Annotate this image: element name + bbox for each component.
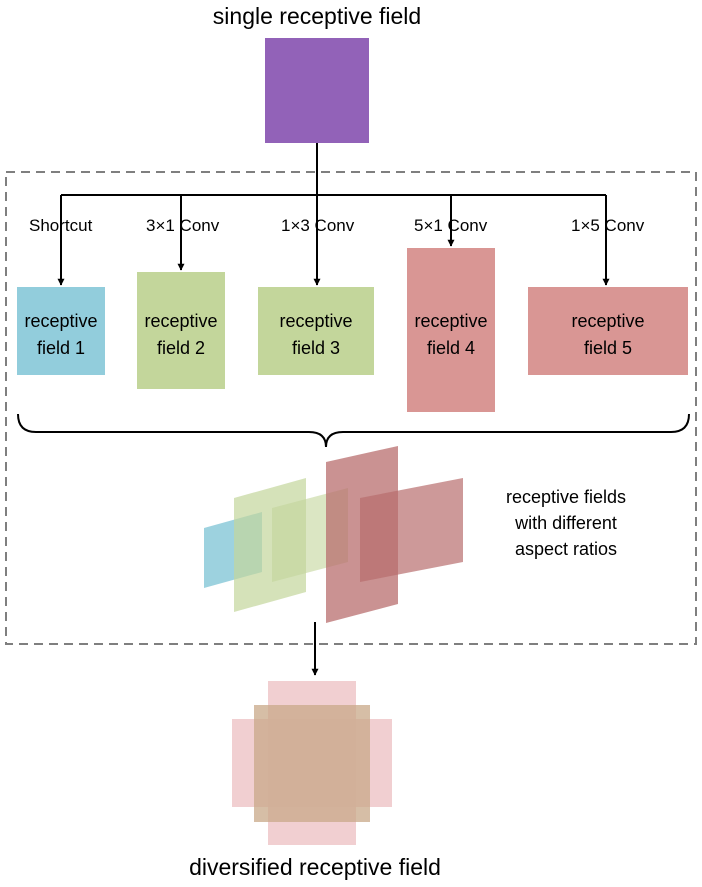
- receptive-field-5-line1: receptive: [571, 311, 644, 331]
- annotation-line-2: with different: [514, 513, 617, 533]
- branch-label-shortcut: Shortcut: [29, 216, 93, 235]
- diversified-receptive-field-cross: [232, 681, 392, 845]
- receptive-field-5-box: receptive field 5: [528, 287, 688, 375]
- receptive-field-5-line2: field 5: [584, 338, 632, 358]
- receptive-field-1-line1: receptive: [24, 311, 97, 331]
- receptive-field-1-box: receptive field 1: [17, 287, 105, 375]
- receptive-field-4-line2: field 4: [427, 338, 475, 358]
- receptive-field-4-box: receptive field 4: [407, 248, 495, 412]
- receptive-field-3-line2: field 3: [292, 338, 340, 358]
- merge-curly-brace: [17, 413, 690, 448]
- receptive-field-3-box: receptive field 3: [258, 287, 374, 375]
- receptive-field-2-box: receptive field 2: [137, 272, 225, 389]
- title-diversified-receptive-field: diversified receptive field: [189, 854, 441, 880]
- branches-dashed-container: [5, 171, 697, 645]
- receptive-field-2-line2: field 2: [157, 338, 205, 358]
- receptive-field-1-line2: field 1: [37, 338, 85, 358]
- annotation-line-3: aspect ratios: [515, 539, 617, 559]
- overlap-field-5-shape: [360, 478, 463, 582]
- receptive-field-4-line1: receptive: [414, 311, 487, 331]
- title-single-receptive-field: single receptive field: [213, 3, 421, 29]
- cross-center-core: [254, 705, 370, 822]
- branch-label-1x3-conv: 1×3 Conv: [281, 216, 355, 235]
- branch-label-5x1-conv: 5×1 Conv: [414, 216, 488, 235]
- single-receptive-field-square: [265, 38, 369, 143]
- branch-label-3x1-conv: 3×1 Conv: [146, 216, 220, 235]
- annotation-line-1: receptive fields: [506, 487, 626, 507]
- receptive-field-2-line1: receptive: [144, 311, 217, 331]
- receptive-field-3-line1: receptive: [279, 311, 352, 331]
- overlapping-receptive-fields: [204, 446, 463, 623]
- branch-label-1x5-conv: 1×5 Conv: [571, 216, 645, 235]
